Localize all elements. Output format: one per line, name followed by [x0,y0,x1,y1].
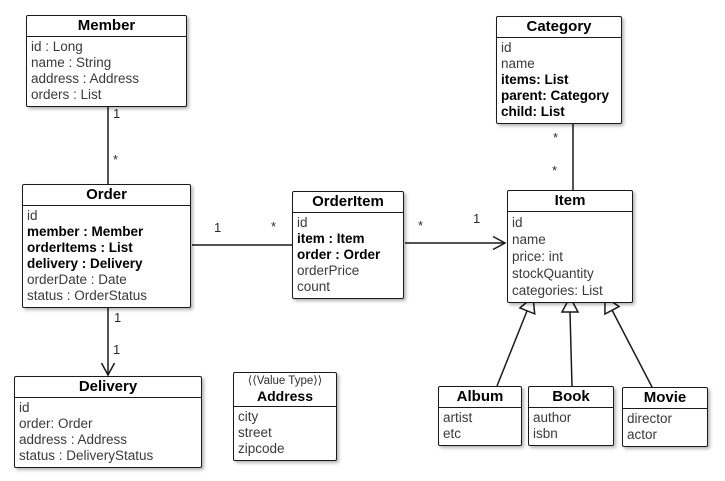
attribute-list: id : Long name : String address : Addres… [27,37,186,106]
class-title: Item [508,191,632,212]
attribute: id [19,400,30,415]
attribute: orderPrice [297,263,360,278]
multiplicity-label: * [113,152,119,167]
attribute: name : String [31,55,112,70]
attribute: orderItems : List [27,240,133,255]
attribute: id [297,215,308,230]
attribute-list: director actor [623,409,707,446]
generalization-book-item [569,311,573,387]
multiplicity-label: 1 [113,342,121,357]
class-box-book: Book author isbn [528,386,614,446]
class-box-movie: Movie director actor [622,387,708,447]
multiplicity-label: * [418,218,424,233]
attribute: id [501,40,512,55]
class-title: Movie [623,388,707,409]
attribute: categories: List [512,283,603,298]
attribute: parent: Category [501,88,610,103]
stereotype-label: ⟨⟨Value Type⟩⟩ [247,375,323,387]
generalization-movie-item [611,309,653,388]
attribute: id [27,208,38,223]
attribute: street [238,425,272,440]
class-box-member: Member id : Long name : String address :… [26,15,187,107]
attribute-list: id order: Order address : Address status… [15,398,201,467]
class-title: Album [439,387,521,408]
multiplicity-label: * [553,130,559,145]
attribute: count [297,279,331,294]
attribute: isbn [533,426,558,441]
attribute: name [512,232,546,247]
attribute-list: id name price: int stockQuantity categor… [508,212,632,302]
attribute: stockQuantity [512,266,594,281]
attribute: actor [627,427,658,442]
multiplicity-label: 1 [113,106,121,121]
attribute-list: city street zipcode [234,407,336,460]
attribute-list: id item : Item order : Order orderPrice … [293,213,403,298]
attribute: order: Order [19,416,93,431]
attribute-list: id name items: List parent: Category chi… [497,38,621,123]
attribute: order : Order [297,247,381,262]
attribute: status : DeliveryStatus [19,448,154,463]
multiplicity-label: * [552,163,558,178]
class-title: Book [529,387,613,408]
attribute: artist [443,410,473,425]
attribute: item : Item [297,231,365,246]
attribute: address : Address [19,432,128,447]
attribute: city [238,409,259,424]
class-box-album: Album artist etc [438,386,522,446]
attribute: id [512,215,523,230]
attribute: etc [443,426,462,441]
attribute: items: List [501,72,569,87]
attribute-list: id member : Member orderItems : List del… [23,206,190,307]
class-box-order: Order id member : Member orderItems : Li… [22,184,191,308]
class-title: Category [497,17,621,38]
hollow-triangle-book-icon [560,295,580,313]
open-arrowhead-into-delivery-icon [100,362,116,377]
attribute: status : OrderStatus [27,288,148,303]
attribute: child: List [501,104,565,119]
attribute: price: int [512,249,564,264]
class-title: Delivery [15,377,201,398]
attribute: orderDate : Date [27,272,127,287]
attribute: id : Long [31,39,83,54]
class-box-item: Item id name price: int stockQuantity ca… [507,190,633,303]
open-arrowhead-into-item-icon [492,235,507,251]
attribute-list: author isbn [529,408,613,445]
class-box-category: Category id name items: List parent: Cat… [496,16,622,124]
class-title: OrderItem [293,192,403,213]
class-box-orderitem: OrderItem id item : Item order : Order o… [292,191,404,299]
multiplicity-label: 1 [473,211,481,226]
attribute: director [627,411,673,426]
attribute: name [501,56,535,71]
class-title: Order [23,185,190,206]
multiplicity-label: * [271,219,277,234]
class-title: Address [234,388,336,407]
attribute: zipcode [238,441,285,456]
generalization-album-item [496,310,528,387]
attribute: author [533,410,572,425]
attribute: address : Address [31,71,140,86]
class-box-delivery: Delivery id order: Order address : Addre… [14,376,202,468]
attribute: member : Member [27,224,144,239]
attribute-list: artist etc [439,408,521,445]
multiplicity-label: 1 [114,310,122,325]
multiplicity-label: 1 [214,220,222,235]
class-box-address: ⟨⟨Value Type⟩⟩ Address city street zipco… [233,372,337,461]
attribute: delivery : Delivery [27,256,143,271]
class-title: Member [27,16,186,37]
attribute: orders : List [31,87,102,102]
